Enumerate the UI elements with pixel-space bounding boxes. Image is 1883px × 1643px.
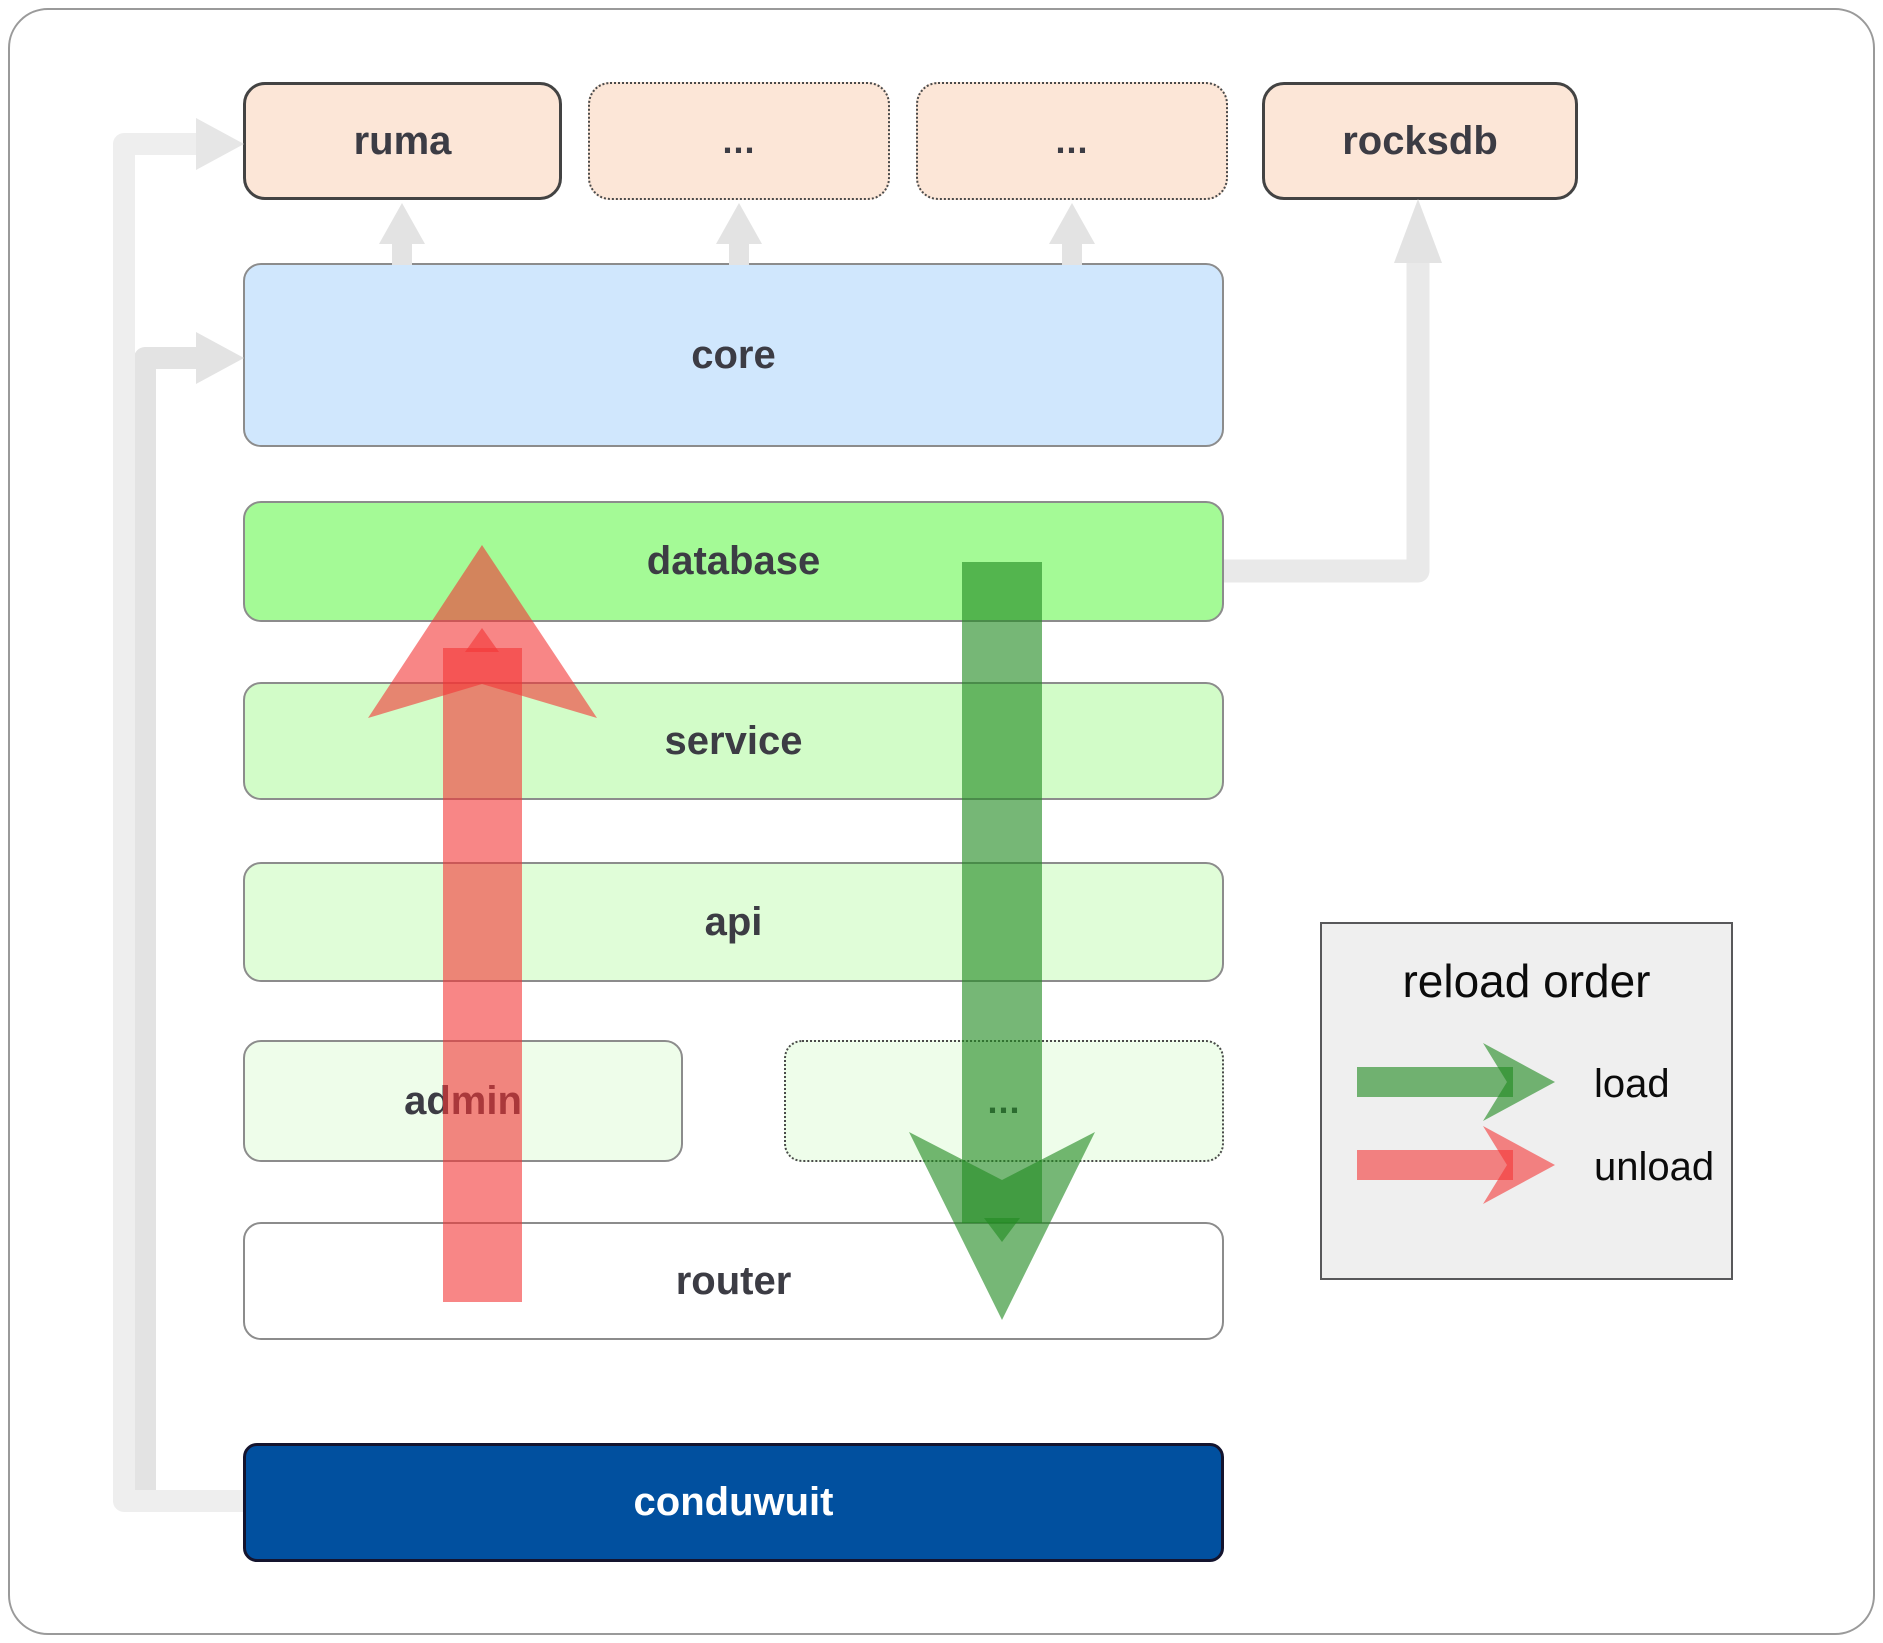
box-ellipsis-top-1: ... xyxy=(588,82,890,200)
diagram-outer-frame xyxy=(8,8,1875,1635)
legend-title: reload order xyxy=(1402,955,1651,1007)
legend-reload-order: reload order load unload xyxy=(1320,922,1733,1280)
box-api: api xyxy=(243,862,1224,982)
legend-load-label: load xyxy=(1594,1062,1670,1106)
box-conduwuit: conduwuit xyxy=(243,1443,1224,1562)
box-database: database xyxy=(243,501,1224,622)
box-ellipsis-admin-row: ... xyxy=(784,1040,1224,1162)
box-ellipsis-top-2: ... xyxy=(916,82,1228,200)
box-core: core xyxy=(243,263,1224,447)
box-rocksdb: rocksdb xyxy=(1262,82,1578,200)
legend-unload-label: unload xyxy=(1594,1145,1715,1189)
box-ruma: ruma xyxy=(243,82,562,200)
box-router: router xyxy=(243,1222,1224,1340)
box-admin: admin xyxy=(243,1040,683,1162)
box-service: service xyxy=(243,682,1224,800)
